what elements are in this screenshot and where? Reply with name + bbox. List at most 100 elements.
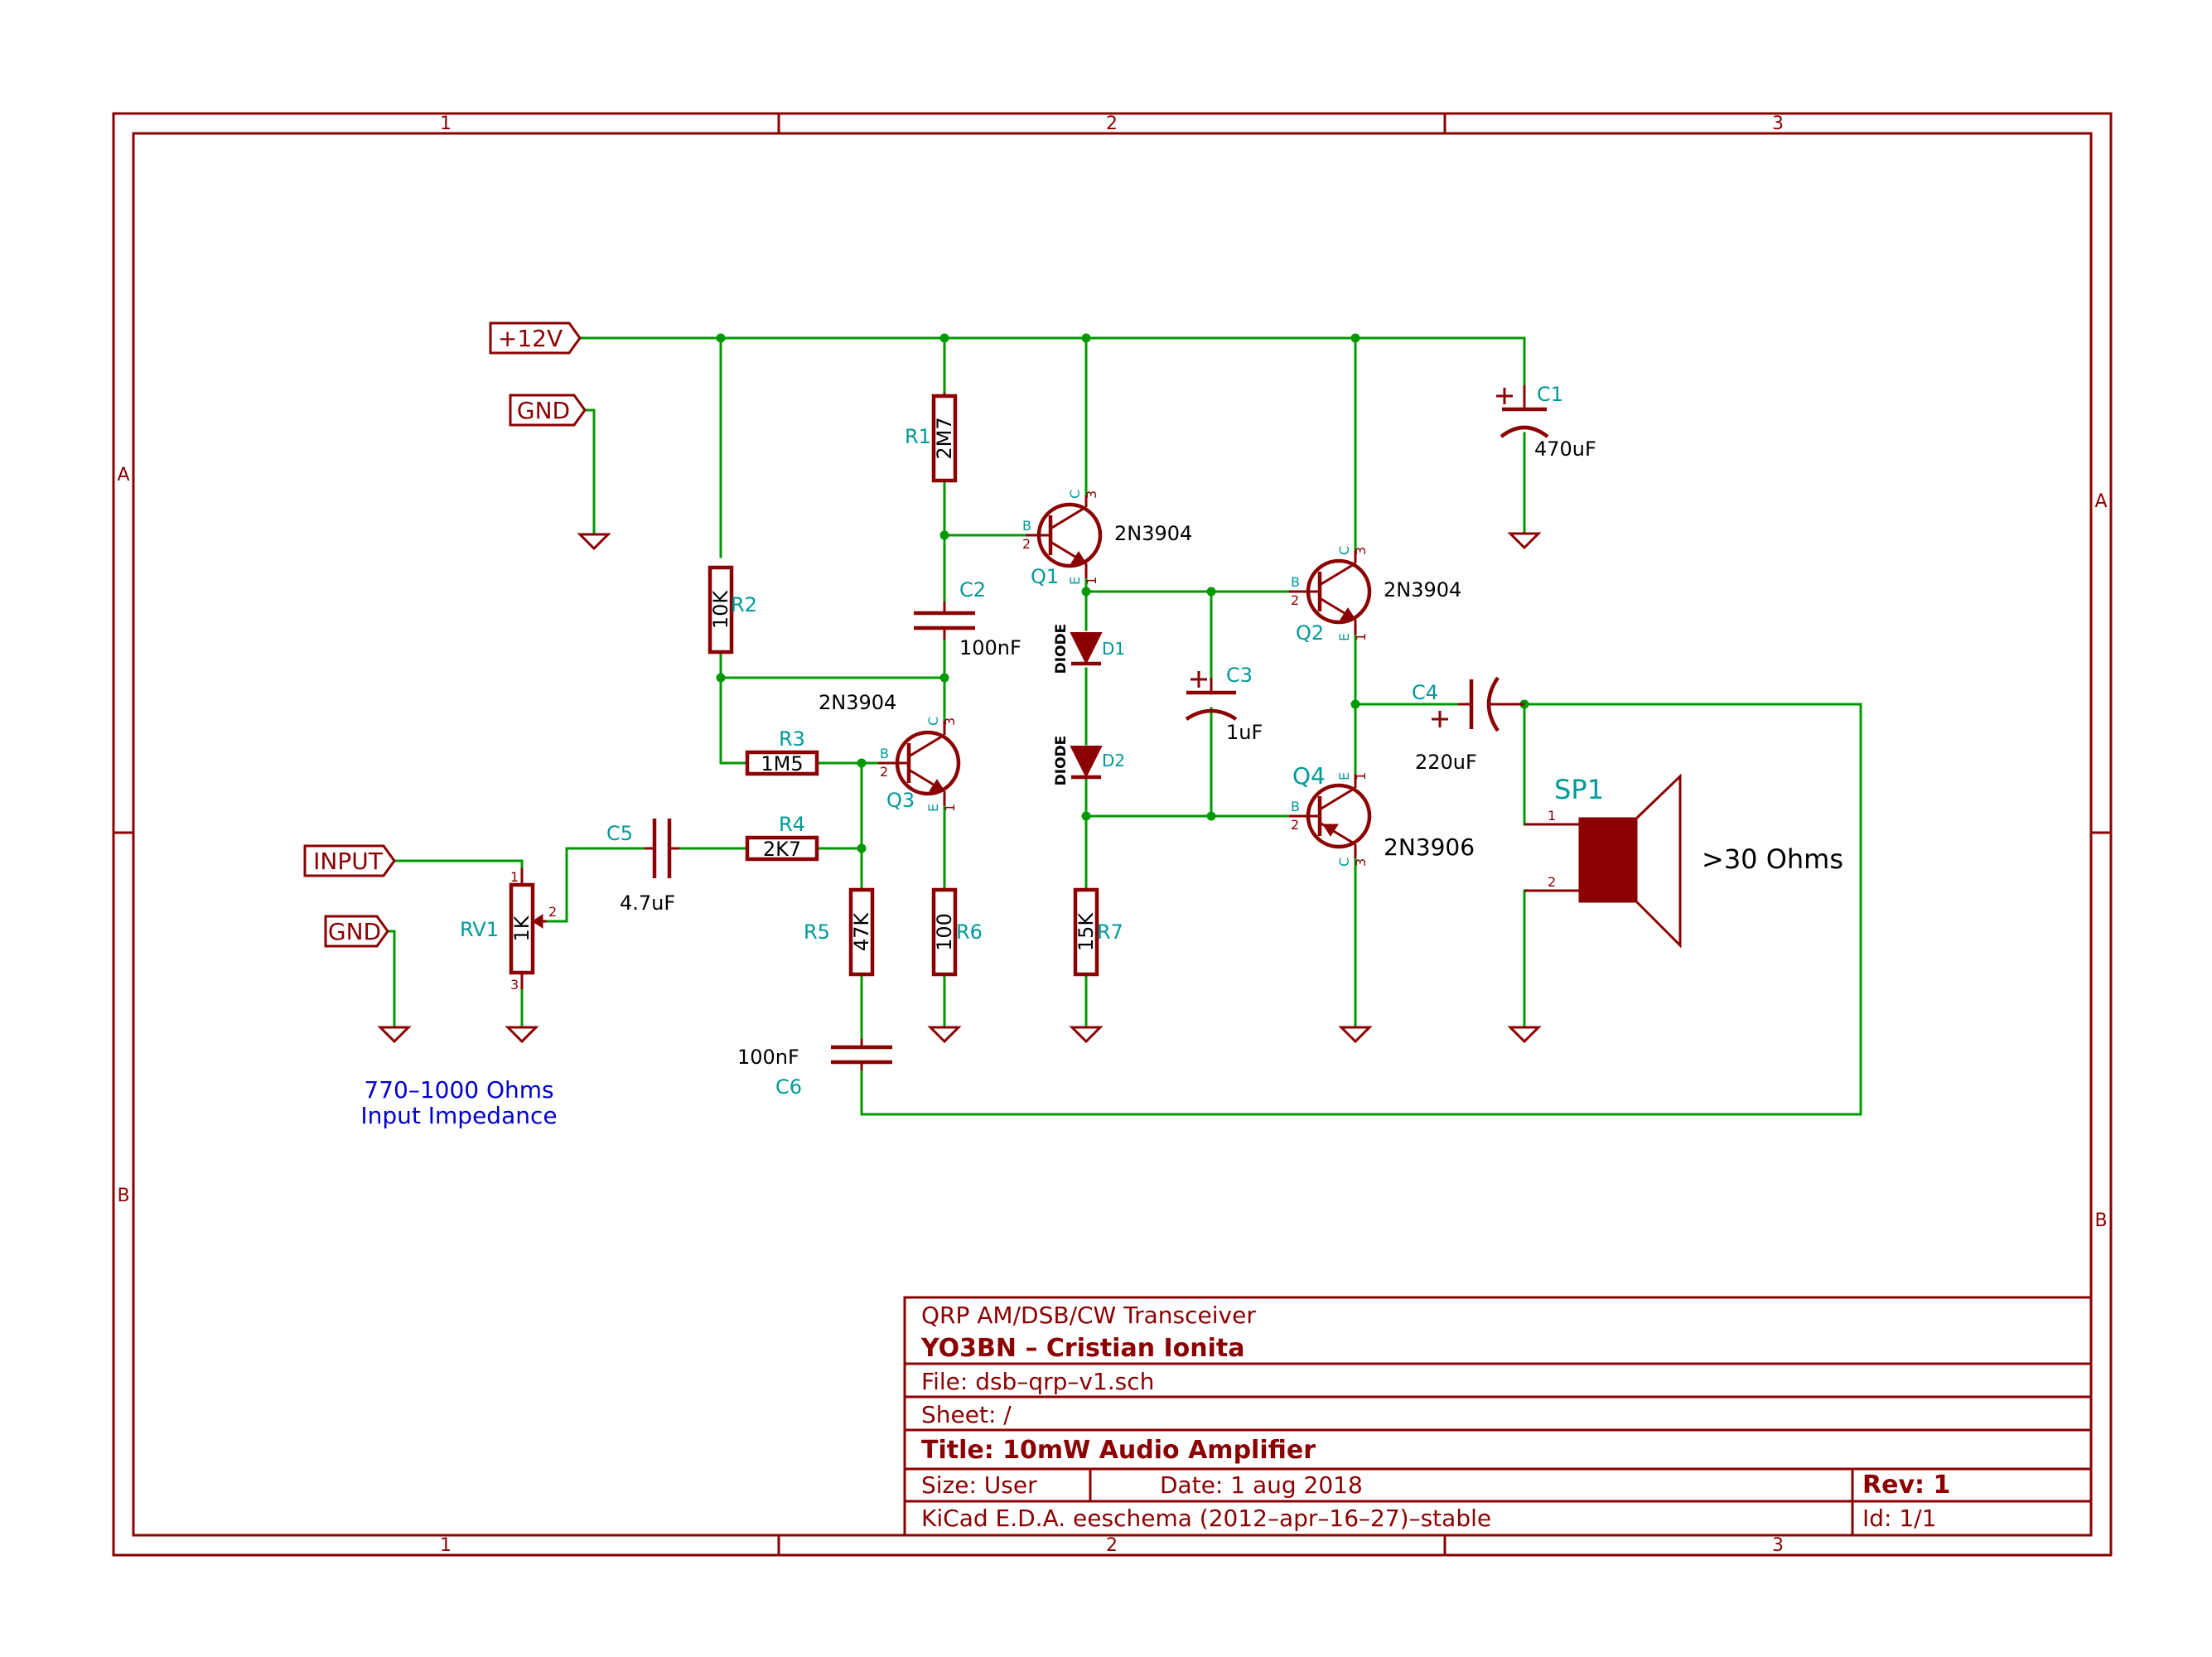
c3-ref: C3 bbox=[1226, 664, 1253, 687]
ground-icon bbox=[1069, 1026, 1104, 1044]
zone-bottom-2: 2 bbox=[1106, 1535, 1118, 1556]
r6-ref: R6 bbox=[956, 920, 983, 944]
q2-pin-b: B bbox=[1291, 574, 1300, 590]
r2-value: 10K bbox=[709, 590, 732, 630]
c6-value: 100nF bbox=[737, 1046, 799, 1069]
q1-pin-2: 2 bbox=[1022, 536, 1031, 552]
transistor-q1: B 2 C 3 E 1 Q1 2N3904 bbox=[1022, 490, 1192, 588]
q4-pin-e: E bbox=[1336, 772, 1352, 780]
q1-pin-3: 3 bbox=[1084, 490, 1099, 499]
gnd-label-input: GND bbox=[324, 915, 389, 948]
r4-value: 2K7 bbox=[763, 838, 801, 861]
vcc-label-text: +12V bbox=[498, 325, 563, 352]
ground-icon bbox=[1338, 1026, 1373, 1044]
q1-pin-1: 1 bbox=[1084, 577, 1099, 585]
r7-ref: R7 bbox=[1097, 920, 1123, 944]
transistor-q4: B 2 E 1 C 3 Q4 2N3906 bbox=[1289, 762, 1475, 867]
c2-ref: C2 bbox=[959, 578, 986, 601]
transistor-q2: B 2 C 3 E 1 Q2 2N3904 bbox=[1289, 546, 1461, 645]
resistor-r4: 2K7 R4 bbox=[745, 813, 819, 862]
title-block-company: YO3BN – Cristian Ionita bbox=[920, 1334, 1245, 1363]
resistor-r3: 1M5 R3 bbox=[745, 727, 819, 776]
capacitor-c4: C4 220uF bbox=[1412, 676, 1524, 774]
c2-value: 100nF bbox=[959, 636, 1021, 659]
q4-pin-3: 3 bbox=[1353, 858, 1369, 867]
sp1-pin2: 2 bbox=[1548, 874, 1556, 890]
speaker-sp1: SP1 >30 Ohms 1 2 bbox=[1524, 773, 1843, 949]
q3-pin-3: 3 bbox=[942, 717, 958, 726]
c1-value: 470uF bbox=[1534, 437, 1596, 461]
r2-ref: R2 bbox=[731, 593, 757, 616]
zone-bottom-3: 3 bbox=[1772, 1535, 1784, 1556]
q2-pin-1: 1 bbox=[1353, 633, 1369, 641]
q3-ref: Q3 bbox=[886, 789, 915, 812]
q1-value: 2N3904 bbox=[1114, 522, 1192, 545]
zone-bottom-1: 1 bbox=[440, 1535, 452, 1556]
resistor-r5: 47K R5 bbox=[804, 887, 875, 977]
sp1-pin1: 1 bbox=[1548, 808, 1556, 824]
zone-right-a: A bbox=[2094, 491, 2107, 512]
q4-pin-1: 1 bbox=[1353, 772, 1369, 780]
c4-ref: C4 bbox=[1412, 681, 1438, 704]
r5-ref: R5 bbox=[804, 920, 830, 944]
q4-value: 2N3906 bbox=[1384, 833, 1475, 861]
ground-icon bbox=[505, 1026, 539, 1044]
speaker-icon bbox=[1578, 817, 1638, 903]
d2-value: DIODE bbox=[1053, 736, 1070, 786]
zone-top-3: 3 bbox=[1772, 114, 1784, 134]
r4-ref: R4 bbox=[779, 813, 805, 836]
rv1-pin3: 3 bbox=[510, 977, 519, 993]
rv1-pin2: 2 bbox=[548, 904, 557, 920]
input-impedance-note-line2: Input Impedance bbox=[360, 1102, 557, 1129]
sp1-value: >30 Ohms bbox=[1702, 843, 1843, 875]
capacitor-c1: C1 470uF bbox=[1496, 383, 1596, 461]
q4-pin-b: B bbox=[1291, 799, 1300, 814]
q3-pin-2: 2 bbox=[880, 764, 888, 780]
d2-ref: D2 bbox=[1102, 751, 1125, 771]
ground-icon bbox=[1507, 1026, 1542, 1044]
r7-value: 15K bbox=[1075, 912, 1098, 952]
q3-pin-1: 1 bbox=[942, 804, 958, 812]
vcc-label: +12V bbox=[489, 321, 582, 355]
d1-value: DIODE bbox=[1053, 624, 1070, 674]
q4-pin-c: C bbox=[1336, 857, 1352, 867]
capacitor-c5: C5 4.7uF bbox=[606, 819, 679, 915]
title-block: QRP AM/DSB/CW Transceiver YO3BN – Cristi… bbox=[903, 1296, 2093, 1537]
diode-d2: DIODE D2 bbox=[1053, 736, 1125, 786]
title-block-title: Title: 10mW Audio Amplifier bbox=[921, 1436, 1316, 1465]
r3-value: 1M5 bbox=[761, 752, 803, 775]
rv1-ref: RV1 bbox=[460, 918, 499, 941]
q1-ref: Q1 bbox=[1031, 565, 1059, 588]
title-block-tool: KiCad E.D.A. eeschema (2012–apr–16–27)–s… bbox=[921, 1505, 1491, 1532]
title-block-id: Id: 1/1 bbox=[1862, 1505, 1936, 1532]
q1-pin-c: C bbox=[1067, 490, 1083, 499]
wires bbox=[386, 336, 1862, 1116]
r5-value: 47K bbox=[850, 912, 873, 952]
c3-value: 1uF bbox=[1226, 721, 1263, 744]
c1-ref: C1 bbox=[1537, 383, 1563, 406]
q1-pin-b: B bbox=[1022, 518, 1031, 534]
capacitor-c3: C3 1uF bbox=[1185, 664, 1263, 744]
zone-right-b: B bbox=[2094, 1210, 2107, 1231]
ground-icon bbox=[927, 1026, 962, 1044]
q4-ref: Q4 bbox=[1292, 762, 1326, 790]
r1-ref: R1 bbox=[905, 425, 931, 448]
q4-pin-2: 2 bbox=[1291, 817, 1299, 833]
q3-pin-b: B bbox=[880, 746, 889, 761]
resistor-r1: 2M7 R1 bbox=[905, 393, 958, 483]
c6-ref: C6 bbox=[775, 1075, 802, 1099]
c4-value: 220uF bbox=[1415, 751, 1477, 774]
q3-value: 2N3904 bbox=[819, 691, 896, 714]
rv1-pin1: 1 bbox=[510, 869, 519, 885]
zone-left-a: A bbox=[117, 465, 129, 486]
title-block-date: Date: 1 aug 2018 bbox=[1160, 1471, 1363, 1499]
ground-icon bbox=[1507, 532, 1542, 550]
d1-ref: D1 bbox=[1102, 639, 1125, 659]
gnd-label-top-text: GND bbox=[517, 397, 570, 424]
q2-pin-2: 2 bbox=[1291, 592, 1299, 608]
zone-top-1: 1 bbox=[440, 114, 452, 134]
resistor-r2: 10K R2 bbox=[708, 565, 757, 655]
rv1-value: 1K bbox=[510, 915, 534, 941]
title-block-project: QRP AM/DSB/CW Transceiver bbox=[921, 1302, 1256, 1329]
